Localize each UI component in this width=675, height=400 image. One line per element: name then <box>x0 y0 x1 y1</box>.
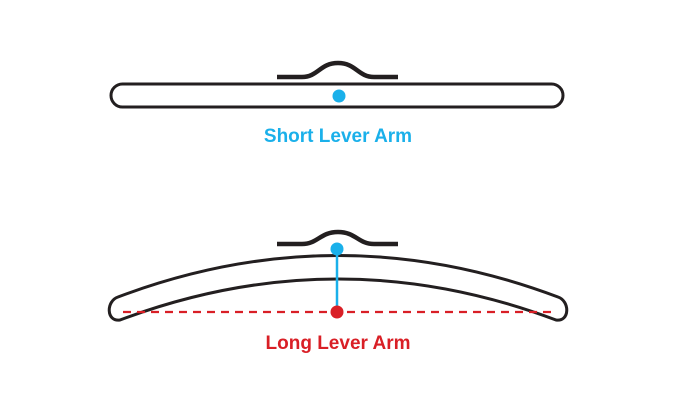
upper-pivot-point <box>330 242 344 256</box>
long-lever-arm-figure: Long Lever Arm <box>107 229 569 354</box>
long-lever-arm-label: Long Lever Arm <box>266 333 411 354</box>
short-arm-pivot-point <box>332 89 346 103</box>
lower-contact-point <box>330 305 344 319</box>
flat-binding-plate <box>277 60 398 80</box>
bent-board <box>107 254 569 322</box>
bent-binding-plate <box>277 229 398 247</box>
short-lever-arm-label: Short Lever Arm <box>264 126 412 147</box>
short-lever-arm-figure: Short Lever Arm <box>109 60 565 147</box>
